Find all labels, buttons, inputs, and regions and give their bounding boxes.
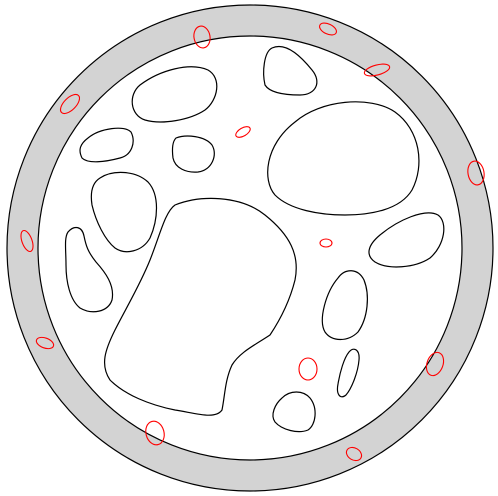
inner-disc: [38, 36, 462, 460]
